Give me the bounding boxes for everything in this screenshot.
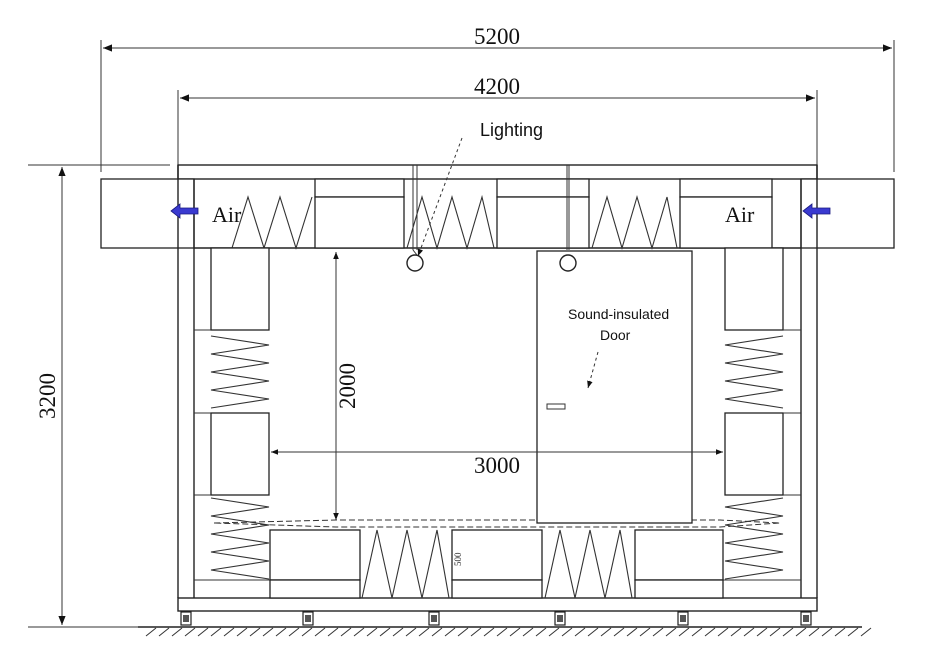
ground-hatch-line	[496, 627, 508, 637]
ground-hatch-line	[860, 627, 872, 637]
left-arrow-icon	[170, 203, 199, 219]
ground-hatch-line	[782, 627, 794, 637]
ground-hatch-line	[236, 627, 248, 637]
ground-hatch-line	[522, 627, 534, 637]
ground-hatch-line	[470, 627, 482, 637]
dimension-inner-width-label: 4200	[474, 74, 520, 99]
ground-hatch-line	[314, 627, 326, 637]
ground-hatch-line	[210, 627, 222, 637]
air-left-label: Air	[212, 202, 242, 227]
air-right-label: Air	[725, 202, 755, 227]
floor-small-dimension-label: 500	[453, 552, 463, 566]
ground-hatch-line	[223, 627, 235, 637]
ground-hatch-line	[171, 627, 183, 637]
ground-hatch-line	[197, 627, 209, 637]
ground-hatch-line	[275, 627, 287, 637]
ground-hatch-line	[665, 627, 677, 637]
door-callout: Sound-insulated Door	[568, 306, 669, 389]
ground-hatch-line	[717, 627, 729, 637]
ground-hatch-line	[379, 627, 391, 637]
ground-hatch-line	[834, 627, 846, 637]
ground-hatch-line	[327, 627, 339, 637]
lamp-icon	[559, 165, 577, 272]
ground-hatch-line	[548, 627, 560, 637]
ground-hatch-line	[613, 627, 625, 637]
left-wall-absorbers	[194, 247, 270, 581]
ground-hatch-line	[574, 627, 586, 637]
ground-hatch-line	[678, 627, 690, 637]
ground-hatch-line	[639, 627, 651, 637]
ground-hatch-line	[301, 627, 313, 637]
support-foot	[302, 611, 314, 626]
ground-hatch-line	[145, 627, 157, 637]
support-foot	[800, 611, 812, 626]
ground-hatch-line	[535, 627, 547, 637]
ground-hatch-line	[418, 627, 430, 637]
door-label-line1: Sound-insulated	[568, 306, 669, 322]
dimension-outer-width-label: 5200	[474, 24, 520, 49]
ground	[138, 626, 872, 637]
right-wall-absorbers	[722, 247, 801, 581]
ground-hatch-line	[353, 627, 365, 637]
ground-hatch-line	[561, 627, 573, 637]
ground-hatch-line	[444, 627, 456, 637]
ground-hatch-line	[249, 627, 261, 637]
ground-hatch-line	[483, 627, 495, 637]
support-feet	[180, 611, 812, 626]
sound-insulated-door	[536, 250, 693, 524]
ground-hatch-line	[184, 627, 196, 637]
dimension-inner-length-label: 3000	[474, 453, 520, 478]
door-handle	[546, 403, 566, 410]
dimension-inner-length: 3000	[271, 449, 723, 478]
ground-hatch-line	[756, 627, 768, 637]
ground-hatch-line	[626, 627, 638, 637]
ground-hatch-line	[743, 627, 755, 637]
support-foot	[554, 611, 566, 626]
ceiling-absorbers	[194, 178, 801, 250]
ground-hatch-line	[509, 627, 521, 637]
ground-hatch-line	[691, 627, 703, 637]
floor-absorbers: 500	[213, 519, 781, 599]
dimension-outer-width: 5200	[100, 24, 895, 172]
ground-hatch-line	[600, 627, 612, 637]
dimension-inner-height-label: 2000	[335, 363, 360, 409]
support-foot	[180, 611, 192, 626]
support-foot	[677, 611, 689, 626]
ground-hatch-line	[457, 627, 469, 637]
dimension-inner-width: 4200	[177, 74, 818, 165]
lighting-label: Lighting	[480, 120, 543, 140]
dimension-height-label: 3200	[35, 373, 60, 419]
ground-hatch-line	[795, 627, 807, 637]
ground-hatch-line	[769, 627, 781, 637]
door-label-line2: Door	[600, 327, 631, 343]
ground-hatch-line	[808, 627, 820, 637]
ground-hatch-line	[262, 627, 274, 637]
lighting-callout: Lighting	[417, 120, 543, 257]
support-foot	[428, 611, 440, 626]
ground-hatch-line	[158, 627, 170, 637]
ground-hatch-line	[431, 627, 443, 637]
ground-hatch-line	[405, 627, 417, 637]
lamp-icon	[406, 165, 424, 272]
ground-hatch-line	[340, 627, 352, 637]
ground-hatch-line	[288, 627, 300, 637]
ground-hatch-line	[587, 627, 599, 637]
ground-hatch-line	[821, 627, 833, 637]
ground-hatch-line	[392, 627, 404, 637]
ground-hatch-line	[704, 627, 716, 637]
ground-hatch-line	[730, 627, 742, 637]
ground-hatch-line	[366, 627, 378, 637]
left-arrow-icon	[802, 203, 831, 219]
ground-hatch-line	[652, 627, 664, 637]
dimension-inner-height: 2000	[333, 252, 360, 520]
ground-hatch-line	[847, 627, 859, 637]
